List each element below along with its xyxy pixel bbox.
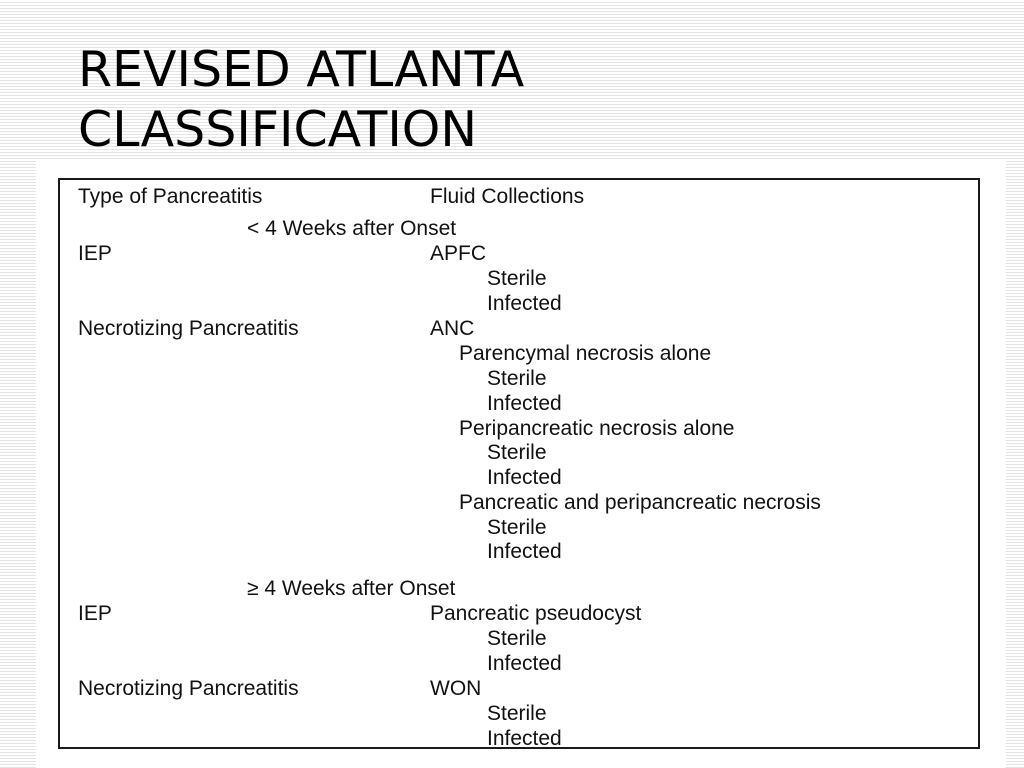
classification-table xyxy=(58,178,980,749)
combined-infected: Infected xyxy=(487,540,562,563)
early-apfc-sterile: Sterile xyxy=(487,267,547,290)
late-pseudocyst-infected: Infected xyxy=(487,652,562,675)
combined-sterile: Sterile xyxy=(487,516,547,539)
header-fluid-collections: Fluid Collections xyxy=(430,185,585,208)
early-iep-type: IEP xyxy=(78,242,112,265)
header-type-of-pancreatitis: Type of Pancreatitis xyxy=(78,185,263,208)
combined-necrosis-label: Pancreatic and peripancreatic necrosis xyxy=(459,491,821,514)
parenchymal-infected: Infected xyxy=(487,392,562,415)
late-pseudocyst-sterile: Sterile xyxy=(487,627,547,650)
late-necrotizing-type: Necrotizing Pancreatitis xyxy=(78,677,299,700)
early-anc-collection: ANC xyxy=(430,317,475,340)
late-won-collection: WON xyxy=(430,677,482,700)
early-apfc-collection: APFC xyxy=(430,242,487,265)
parenchymal-necrosis-label: Parencymal necrosis alone xyxy=(459,342,712,365)
period-4-weeks-or-more: ≥ 4 Weeks after Onset xyxy=(247,577,456,600)
early-necrotizing-type: Necrotizing Pancreatitis xyxy=(78,317,299,340)
period-under-4-weeks: < 4 Weeks after Onset xyxy=(247,217,457,240)
early-apfc-infected: Infected xyxy=(487,292,562,315)
late-pseudocyst-collection: Pancreatic pseudocyst xyxy=(430,602,642,625)
parenchymal-sterile: Sterile xyxy=(487,367,547,390)
peripancreatic-infected: Infected xyxy=(487,466,562,489)
peripancreatic-necrosis-label: Peripancreatic necrosis alone xyxy=(459,417,735,440)
late-won-infected: Infected xyxy=(487,727,562,750)
slide-title-line-2: CLASSIFICATION xyxy=(78,101,477,158)
slide-title: REVISED ATLANTA CLASSIFICATION xyxy=(78,40,524,160)
late-won-sterile: Sterile xyxy=(487,702,547,725)
peripancreatic-sterile: Sterile xyxy=(487,441,547,464)
slide-title-line-1: REVISED ATLANTA xyxy=(78,41,525,98)
late-iep-type: IEP xyxy=(78,602,112,625)
